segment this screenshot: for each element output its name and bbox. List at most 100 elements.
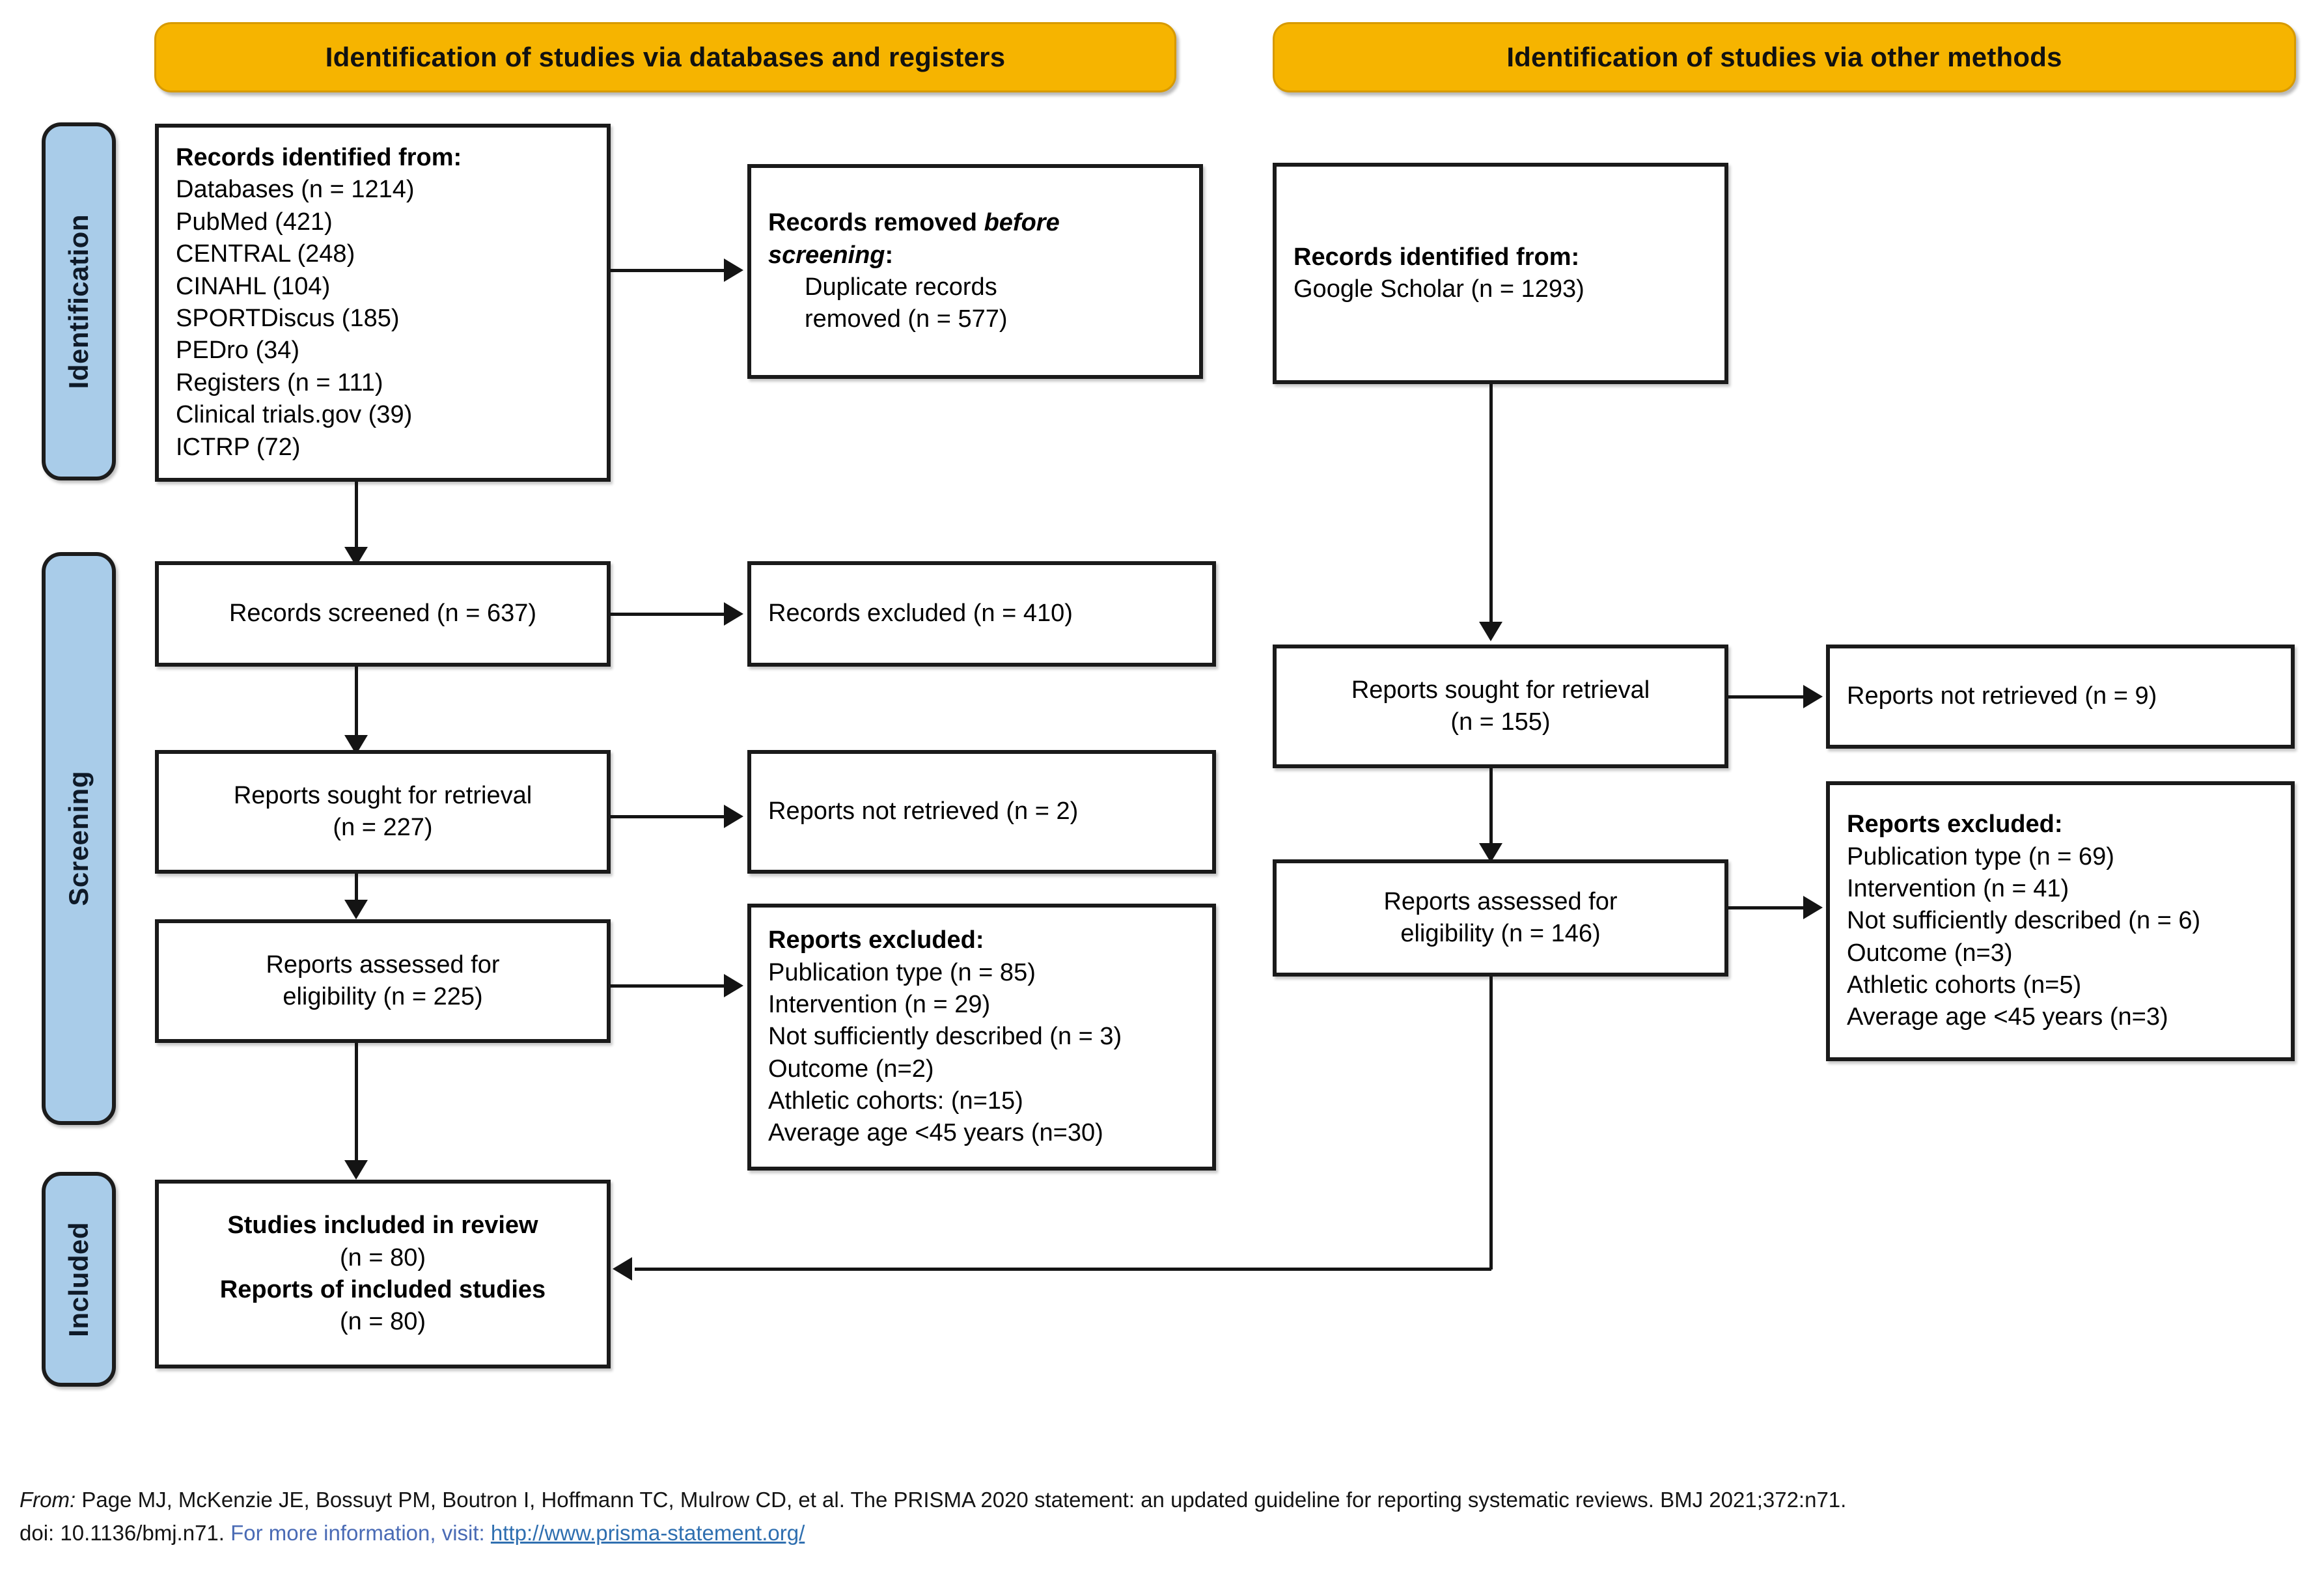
connector-sought-to-assessed-right (1489, 768, 1493, 850)
connector-sought-to-notretrieved-left (611, 815, 726, 818)
records-screened-text: Records screened (n = 637) (228, 600, 537, 628)
footer-more-info: For more information, visit: (230, 1521, 485, 1546)
footer-citation: From: Page MJ, McKenzie JE, Bossuyt PM, … (20, 1483, 2311, 1549)
reports-sought-left-line1: Reports sought for retrieval (233, 781, 533, 809)
list-item: Athletic cohorts: (n=15) (768, 1087, 1023, 1115)
connector-assessed-to-included (355, 1043, 358, 1167)
box-studies-included: Studies included in review (n = 80) Repo… (155, 1180, 611, 1368)
list-item: Publication type (n = 85) (768, 958, 1036, 986)
studies-included-line2: (n = 80) (339, 1243, 426, 1271)
list-item: Clinical trials.gov (39) (176, 401, 413, 429)
box-records-excluded: Records excluded (n = 410) (747, 561, 1216, 667)
list-item: Outcome (n=2) (768, 1055, 934, 1083)
prisma-statement-link[interactable]: http://www.prisma-statement.org/ (490, 1521, 805, 1546)
records-identified-other-title: Records identified from: (1293, 243, 1580, 271)
list-item: Intervention (n = 41) (1847, 874, 2069, 902)
reports-sought-right-line1: Reports sought for retrieval (1351, 676, 1650, 704)
reports-excluded-left-list: Publication type (n = 85) Intervention (… (768, 957, 1195, 1150)
arrowhead-sought-to-notretrieved-left (724, 805, 743, 828)
box-reports-not-retrieved-right: Reports not retrieved (n = 9) (1826, 645, 2295, 749)
connector-assessed-to-excluded-left (611, 984, 726, 988)
connector-identified-other-to-sought (1489, 384, 1493, 628)
records-removed-title-c: : (885, 241, 894, 269)
arrowhead-sought-to-notretrieved-right (1803, 685, 1823, 708)
list-item: PubMed (421) (176, 208, 333, 236)
list-item: Publication type (n = 69) (1847, 842, 2114, 870)
stage-label-identification: Identification (42, 122, 116, 480)
box-reports-assessed-right: Reports assessed for eligibility (n = 14… (1273, 859, 1728, 977)
stage-label-included-text: Included (63, 1221, 94, 1337)
connector-right-to-included-horizontal (635, 1268, 1491, 1271)
box-reports-sought-left: Reports sought for retrieval (n = 227) (155, 750, 611, 874)
footer-line-2: doi: 10.1136/bmj.n71. For more informati… (20, 1516, 2311, 1549)
stage-label-screening: Screening (42, 552, 116, 1125)
box-records-identified-databases: Records identified from: Databases (n = … (155, 124, 611, 482)
box-records-identified-other: Records identified from: Google Scholar … (1273, 163, 1728, 384)
list-item: Not sufficiently described (n = 6) (1847, 907, 2201, 935)
connector-screened-to-excluded (611, 613, 726, 616)
list-item: Not sufficiently described (n = 3) (768, 1023, 1122, 1051)
reports-excluded-right-title: Reports excluded: (1847, 811, 2063, 839)
studies-included-line3: Reports of included studies (219, 1276, 546, 1303)
arrowhead-assessed-to-excluded-right (1803, 896, 1823, 919)
arrowhead-assessed-to-excluded-left (724, 974, 743, 997)
list-item: Registers (n = 111) (176, 368, 383, 396)
duplicate-records-line2: removed (n = 577) (805, 305, 1008, 333)
connector-identified-to-removed (611, 269, 726, 272)
reports-not-retrieved-left-text: Reports not retrieved (n = 2) (768, 798, 1079, 826)
connector-screened-to-sought (355, 667, 358, 742)
list-item: Average age <45 years (n=3) (1847, 1003, 2168, 1031)
box-reports-not-retrieved-left: Reports not retrieved (n = 2) (747, 750, 1216, 874)
stage-label-included: Included (42, 1172, 116, 1387)
records-removed-title: Records removed before screening: (768, 207, 1182, 271)
reports-not-retrieved-right-text: Reports not retrieved (n = 9) (1847, 682, 2157, 710)
arrowhead-identified-other-to-sought (1479, 622, 1502, 641)
box-reports-excluded-left: Reports excluded: Publication type (n = … (747, 904, 1216, 1171)
arrowhead-screened-to-excluded (724, 602, 743, 626)
arrowhead-right-to-included (613, 1257, 632, 1281)
list-item: Athletic cohorts (n=5) (1847, 971, 2082, 999)
reports-sought-right-line2: (n = 155) (1450, 708, 1551, 736)
reports-sought-left-line2: (n = 227) (333, 814, 433, 841)
connector-sought-to-notretrieved-right (1728, 695, 1805, 699)
reports-assessed-right-line2: eligibility (n = 146) (1400, 920, 1601, 947)
connector-right-to-included-vertical (1489, 977, 1493, 1270)
list-item: PEDro (34) (176, 337, 300, 365)
arrowhead-assessed-to-included (344, 1160, 368, 1180)
section-header-databases: Identification of studies via databases … (154, 22, 1176, 92)
reports-excluded-left-title: Reports excluded: (768, 926, 984, 954)
box-records-removed-before-screening: Records removed before screening: Duplic… (747, 164, 1203, 379)
records-identified-list: Databases (n = 1214) PubMed (421) CENTRA… (176, 174, 590, 464)
records-excluded-text: Records excluded (n = 410) (768, 600, 1073, 628)
box-reports-excluded-right: Reports excluded: Publication type (n = … (1826, 781, 2295, 1061)
records-removed-title-b: before screening (768, 209, 1060, 269)
footer-from-label: From: (20, 1488, 76, 1512)
arrowhead-identified-to-removed (724, 258, 743, 282)
reports-assessed-left-line2: eligibility (n = 225) (283, 983, 483, 1010)
reports-assessed-left-line1: Reports assessed for (266, 951, 500, 978)
footer-line-1: From: Page MJ, McKenzie JE, Bossuyt PM, … (20, 1483, 2311, 1516)
records-identified-other-list: Google Scholar (n = 1293) (1293, 273, 1708, 305)
duplicate-records-line1: Duplicate records (805, 273, 997, 301)
arrowhead-sought-to-assessed-left (344, 900, 368, 919)
footer-citation-text: Page MJ, McKenzie JE, Bossuyt PM, Boutro… (81, 1488, 1847, 1512)
box-reports-assessed-left: Reports assessed for eligibility (n = 22… (155, 919, 611, 1043)
studies-included-line1: Studies included in review (227, 1212, 538, 1240)
list-item: CINAHL (104) (176, 272, 331, 300)
box-reports-sought-right: Reports sought for retrieval (n = 155) (1273, 645, 1728, 768)
stage-label-identification-text: Identification (63, 214, 94, 389)
records-identified-title: Records identified from: (176, 144, 462, 172)
connector-sought-to-assessed-left (355, 874, 358, 906)
box-records-screened: Records screened (n = 637) (155, 561, 611, 667)
reports-excluded-right-list: Publication type (n = 69) Intervention (… (1847, 841, 2274, 1034)
stage-label-screening-text: Screening (63, 771, 94, 906)
list-item: CENTRAL (248) (176, 240, 355, 268)
list-item: Intervention (n = 29) (768, 990, 991, 1018)
list-item: SPORTDiscus (185) (176, 305, 400, 332)
section-header-other-methods: Identification of studies via other meth… (1273, 22, 2296, 92)
list-item: Average age <45 years (n=30) (768, 1119, 1103, 1147)
reports-assessed-right-line1: Reports assessed for (1383, 887, 1618, 915)
list-item: ICTRP (72) (176, 433, 301, 461)
footer-doi: doi: 10.1136/bmj.n71. (20, 1521, 225, 1546)
